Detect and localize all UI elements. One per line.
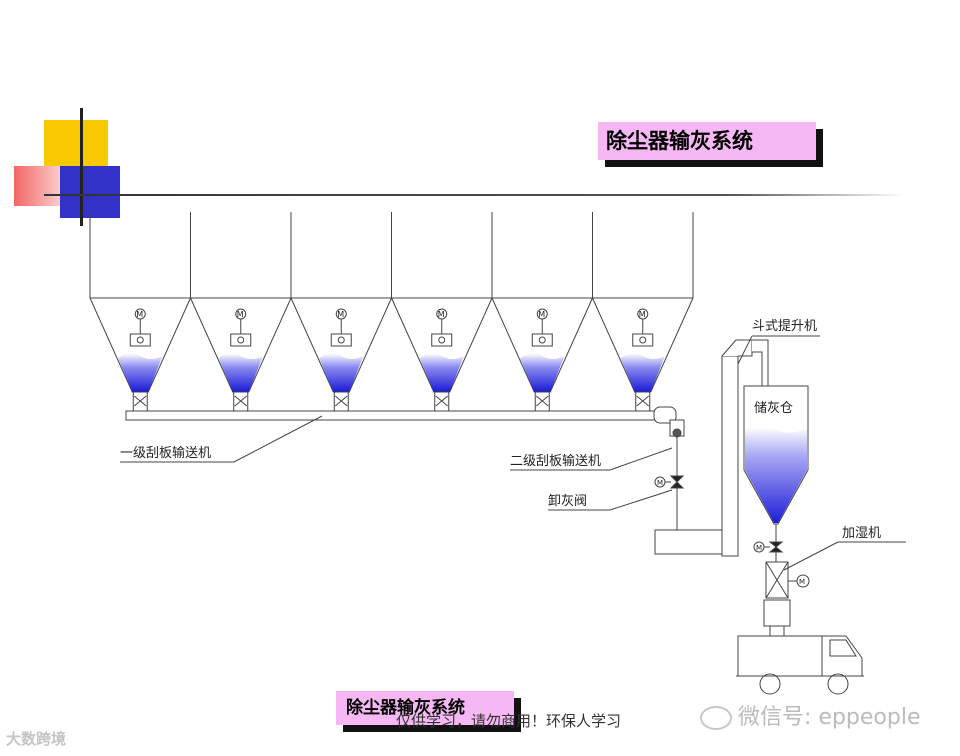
- brand-watermark: 大数跨境: [6, 730, 67, 748]
- hopper: M: [592, 212, 694, 412]
- motor-label: M: [538, 310, 545, 319]
- bucket-elevator: [721, 335, 820, 557]
- label-bucket-elevator: 斗式提升机: [752, 318, 817, 334]
- motor-label: M: [438, 310, 445, 319]
- second-stage-conveyor: [510, 419, 685, 530]
- hopper: M: [491, 212, 593, 412]
- humidifier: M M: [753, 524, 906, 637]
- label-conveyor-2: 二级刮板输送机: [510, 453, 601, 469]
- motor-label: M: [657, 479, 663, 487]
- bottom-title: 除尘器输灰系统: [336, 691, 514, 725]
- label-unloading-valve: 卸灰阀: [548, 493, 587, 509]
- motor-label: M: [136, 310, 143, 319]
- label-conveyor-1: 一级刮板输送机: [120, 445, 211, 461]
- motor-label: M: [639, 310, 646, 319]
- motor-label: M: [756, 544, 762, 552]
- motor-label: M: [799, 578, 805, 586]
- wechat-id: 微信号: eppeople: [738, 705, 921, 730]
- hopper: M: [391, 212, 493, 412]
- hopper: M: [190, 212, 292, 412]
- corner-decoration: [14, 108, 904, 226]
- motor-label: M: [337, 310, 344, 319]
- ash-silo: [743, 385, 809, 525]
- label-humidifier: 加湿机: [842, 526, 881, 541]
- hopper: M: [290, 212, 392, 412]
- wechat-icon: [700, 706, 732, 730]
- unloading-valve: M: [548, 475, 724, 555]
- usage-note: 仅供学习，请勿商用！环保人学习: [396, 712, 622, 730]
- label-ash-silo: 储灰仓: [754, 401, 793, 416]
- diagram-title: 除尘器输灰系统: [598, 122, 816, 160]
- hopper: M: [89, 212, 191, 412]
- motor-label: M: [237, 310, 244, 319]
- tanker-truck: [736, 635, 864, 695]
- first-stage-conveyor: [120, 406, 677, 463]
- wechat-watermark: 微信号: eppeople: [700, 699, 920, 731]
